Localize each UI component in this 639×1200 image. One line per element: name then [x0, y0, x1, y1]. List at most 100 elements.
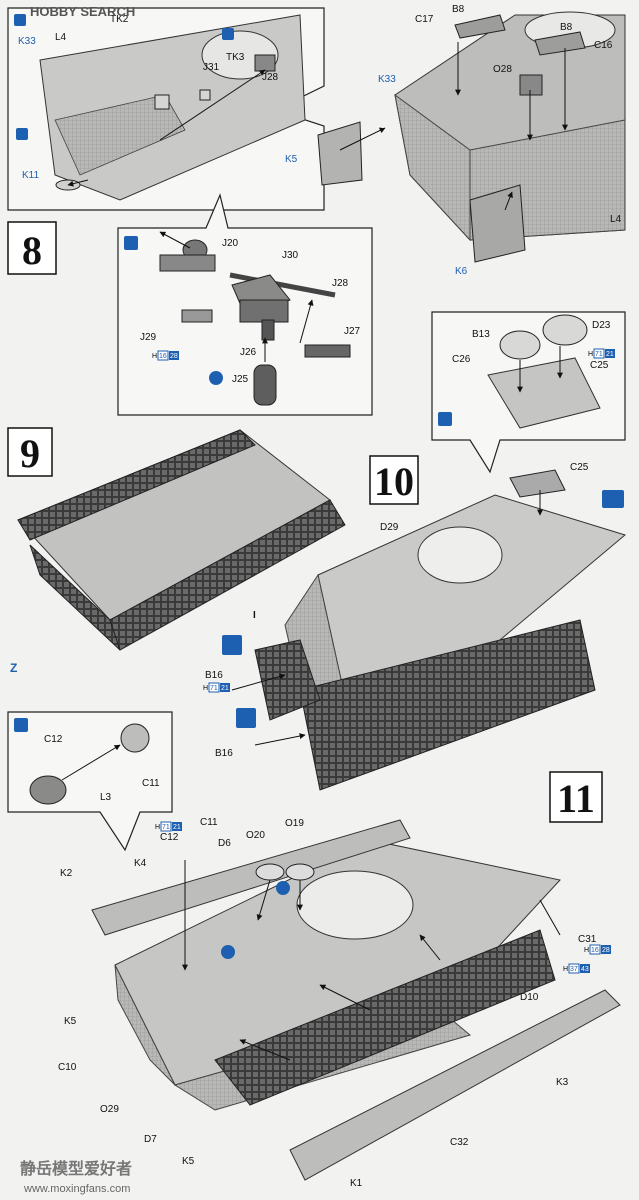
svg-text:71: 71: [162, 824, 170, 831]
label-k11: K11: [22, 170, 39, 181]
label-b8-right: B8: [560, 22, 573, 33]
glue-icon: [209, 371, 223, 385]
glue-icon: [236, 708, 256, 728]
step-10-inset: B13 D23 C26 C25 H 71 21: [431, 311, 626, 474]
label-j31: J31: [203, 62, 220, 73]
label-d10: D10: [520, 992, 539, 1003]
part-k5: [317, 121, 363, 186]
label-c12-inset: C12: [44, 734, 63, 745]
label-j25: J25: [232, 374, 249, 385]
label-k5-mid: K5: [64, 1016, 77, 1027]
svg-text:28: 28: [602, 947, 610, 954]
svg-text:37: 37: [570, 966, 578, 973]
top-right-hull: C17 B8 B8 C16 O28 K33 K5 K6 L4: [285, 4, 626, 277]
svg-text:71: 71: [210, 685, 218, 692]
glue-icon: [276, 881, 290, 895]
part-k6: [469, 184, 526, 263]
color-ref-step10-inset: H 71 21: [588, 348, 615, 359]
svg-text:16: 16: [591, 947, 599, 954]
view-icon: [602, 490, 624, 508]
svg-text:H: H: [152, 353, 157, 360]
label-c11-inset: C11: [142, 778, 160, 789]
svg-text:16: 16: [159, 353, 167, 360]
glue-icon: [16, 128, 28, 140]
label-c16: C16: [594, 40, 613, 51]
label-k5-top: K5: [285, 154, 298, 165]
svg-text:H: H: [203, 685, 208, 692]
label-k33-right: K33: [378, 74, 396, 85]
color-ref-step8: H 16 28: [152, 350, 179, 361]
part-k1: [289, 989, 621, 1181]
label-j27: J27: [344, 326, 361, 337]
color-ref-step11-c: H 37 43: [563, 963, 590, 974]
label-d6: D6: [218, 838, 231, 849]
label-j28-top: J28: [262, 72, 279, 83]
label-k5-bottom: K5: [182, 1156, 195, 1167]
watermark-url: www.moxingfans.com: [23, 1183, 130, 1195]
svg-text:H: H: [588, 351, 593, 358]
step-number-8: 8: [22, 228, 42, 273]
paint-icon: [124, 236, 138, 250]
part-k4: [91, 819, 411, 936]
label-c25-inset: C25: [590, 360, 609, 371]
glue-icon: [222, 28, 234, 40]
svg-text:71: 71: [595, 351, 603, 358]
label-z: Z: [10, 661, 17, 675]
label-o20: O20: [246, 830, 265, 841]
step-number-11: 11: [557, 776, 595, 821]
color-ref-step10: H 71 21: [203, 682, 230, 693]
watermark-cn: 静岳模型爱好者: [20, 1159, 132, 1178]
glue-icon: [222, 635, 242, 655]
svg-text:21: 21: [173, 824, 181, 831]
svg-text:H: H: [155, 824, 160, 831]
step-number-10: 10: [374, 459, 414, 504]
glue-icon: [221, 945, 235, 959]
svg-text:21: 21: [606, 351, 614, 358]
color-ref-step11-a: H 71 21: [155, 821, 182, 832]
svg-text:21: 21: [221, 685, 229, 692]
label-c31: C31: [578, 934, 597, 945]
label-c11: C11: [200, 817, 218, 828]
label-k4: K4: [134, 858, 147, 869]
label-k1: K1: [350, 1178, 363, 1189]
label-k6: K6: [455, 266, 468, 277]
label-c25: C25: [570, 462, 589, 473]
label-l4: L4: [55, 32, 67, 43]
label-tk3: TK3: [226, 52, 245, 63]
paint-icon: [438, 412, 452, 426]
label-k33: K33: [18, 36, 36, 47]
label-k3: K3: [556, 1077, 569, 1088]
label-c17: C17: [415, 14, 434, 25]
label-j20: J20: [222, 238, 239, 249]
step-9: 9 Z: [7, 427, 346, 675]
label-o28: O28: [493, 64, 512, 75]
label-c26: C26: [452, 354, 471, 365]
label-j29: J29: [140, 332, 157, 343]
label-b8-left: B8: [452, 4, 465, 15]
label-b13: B13: [472, 329, 490, 340]
label-o19: O19: [285, 818, 304, 829]
label-tk2: TK2: [110, 14, 129, 25]
label-k2: K2: [60, 868, 73, 879]
label-d29: D29: [380, 522, 399, 533]
step-8: 8 J20 J30 J28 J27 J29 J26 J25 H 16 28: [7, 193, 373, 416]
label-b16-lower: B16: [215, 748, 233, 759]
glue-icon: [14, 14, 26, 26]
svg-text:H: H: [584, 947, 589, 954]
svg-text:43: 43: [581, 966, 589, 973]
label-c12: C12: [160, 832, 179, 843]
label-j26: J26: [240, 347, 257, 358]
label-o29: O29: [100, 1104, 119, 1115]
color-ref-step11-b: H 16 28: [584, 944, 611, 955]
svg-text:H: H: [563, 966, 568, 973]
label-d23: D23: [592, 320, 611, 331]
label-i: I: [253, 610, 256, 621]
step-number-9: 9: [20, 431, 40, 476]
paint-icon: [14, 718, 28, 732]
label-b16-upper: B16: [205, 670, 223, 681]
top-inset-panel: K33 L4 TK2 J31 TK3 J28 K11: [7, 7, 325, 211]
label-j28: J28: [332, 278, 349, 289]
label-j30: J30: [282, 250, 299, 261]
